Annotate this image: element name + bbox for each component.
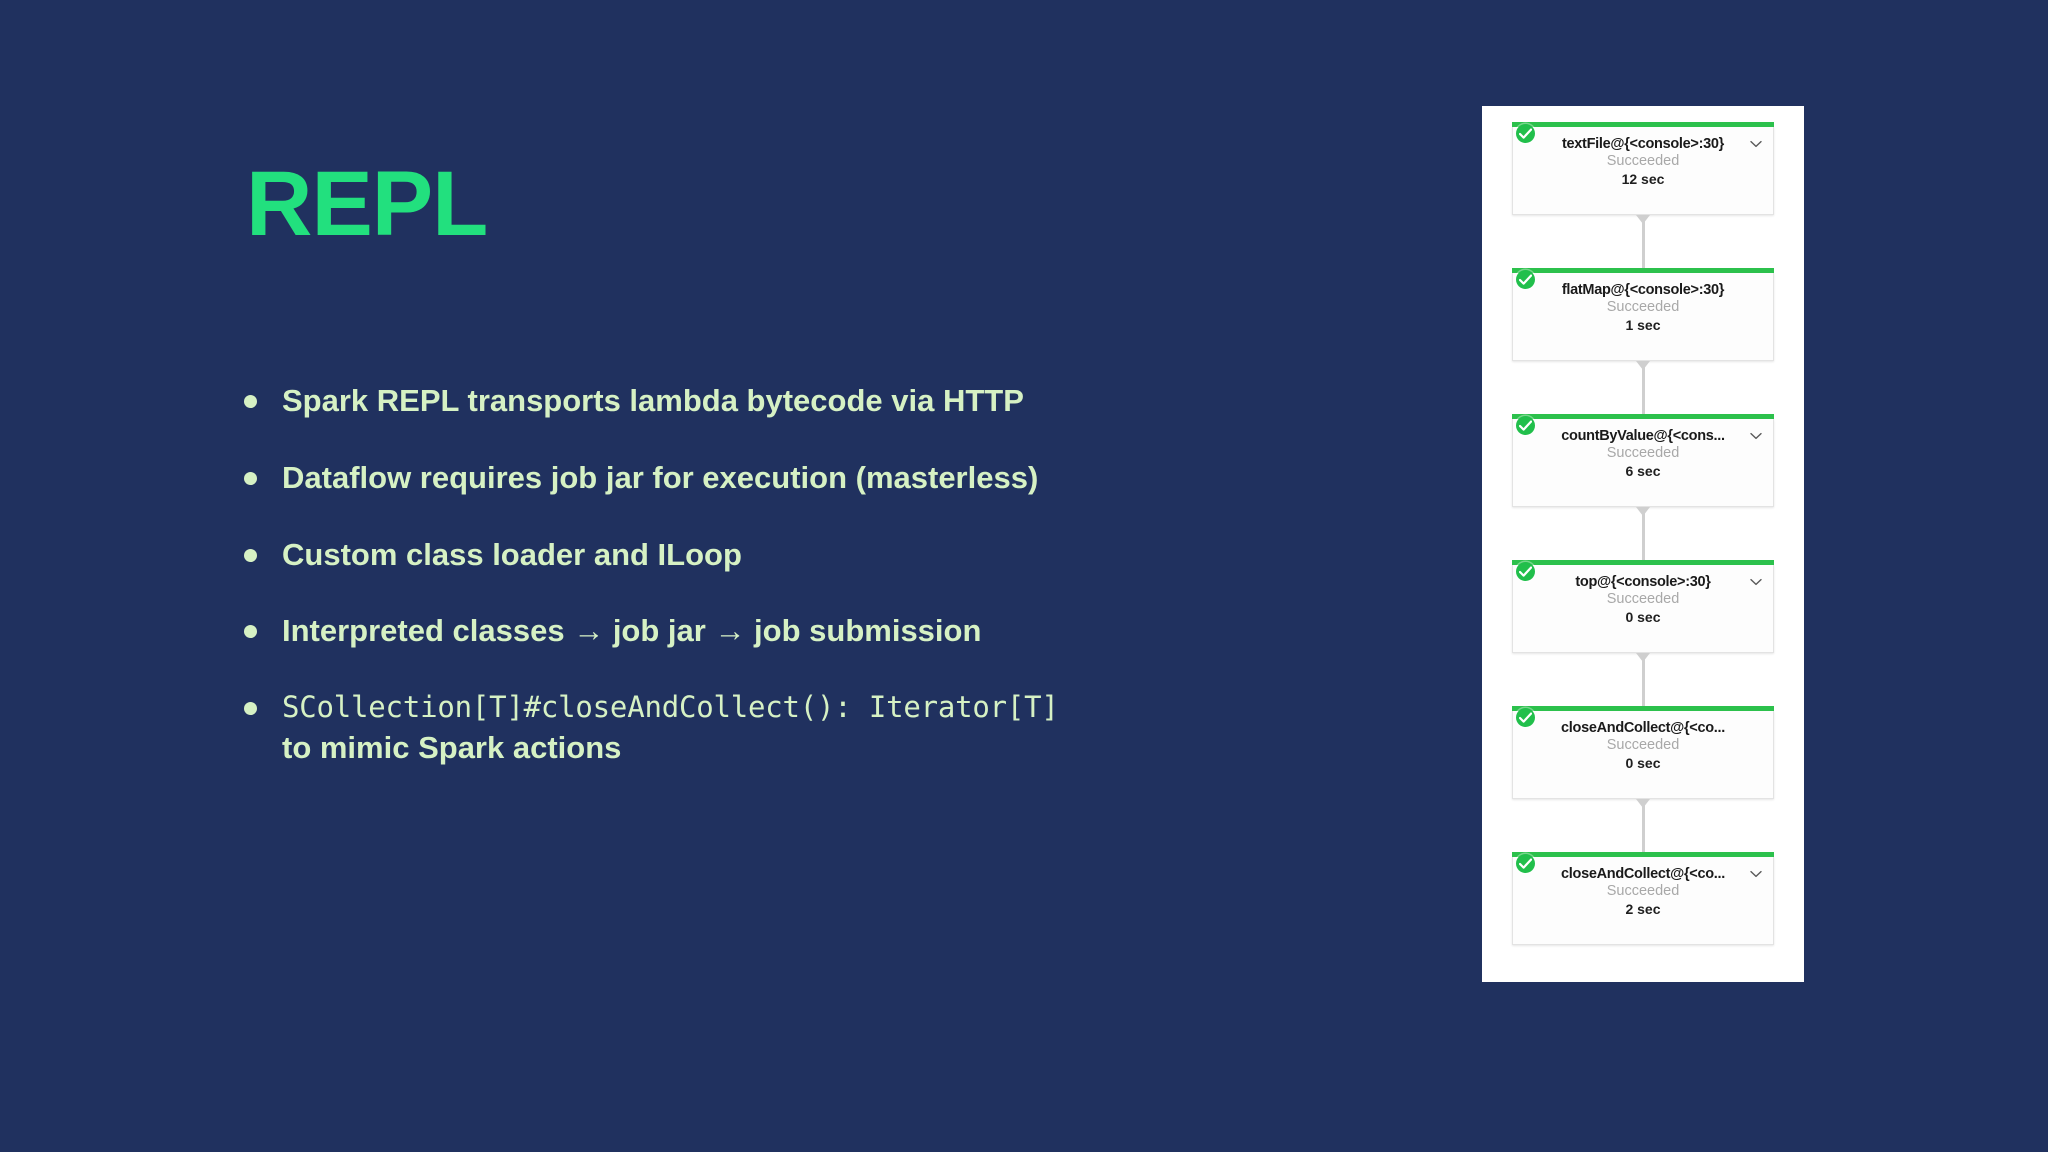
- node-status-bar: [1512, 268, 1774, 273]
- bullet-marker-icon: [244, 548, 257, 562]
- bullet-marker-icon: [244, 702, 257, 715]
- node-duration: 12 sec: [1621, 171, 1665, 187]
- list-item: Custom class loader and ILoop: [238, 536, 1358, 575]
- node-duration: 1 sec: [1625, 317, 1661, 333]
- node-duration: 2 sec: [1625, 901, 1661, 917]
- bullet-text: Spark REPL transports lambda bytecode vi…: [282, 383, 1024, 418]
- chevron-down-icon[interactable]: [1750, 140, 1762, 148]
- bullet-marker-icon: [244, 395, 257, 408]
- node-status-bar: [1512, 852, 1774, 857]
- spark-dag-panel: textFile@{<console>:30} Succeeded 12 sec…: [1482, 106, 1804, 982]
- node-status: Succeeded: [1606, 153, 1680, 169]
- dag-node[interactable]: countByValue@{<cons... Succeeded 6 sec: [1512, 414, 1774, 565]
- list-item: Interpreted classes → job jar → job subm…: [238, 612, 1358, 651]
- chevron-down-icon[interactable]: [1750, 870, 1762, 878]
- node-duration: 6 sec: [1625, 463, 1661, 479]
- success-check-icon: [1516, 416, 1535, 435]
- node-title: closeAndCollect@{<co...: [1561, 866, 1725, 882]
- bullet-text-continuation: to mimic Spark actions: [282, 730, 622, 766]
- success-check-icon: [1516, 562, 1535, 581]
- chevron-down-icon[interactable]: [1750, 578, 1762, 586]
- chevron-down-icon[interactable]: [1750, 432, 1762, 440]
- node-status-bar: [1512, 706, 1774, 711]
- node-title: top@{<console>:30}: [1575, 574, 1711, 590]
- node-status-bar: [1512, 122, 1774, 127]
- success-check-icon: [1516, 124, 1535, 143]
- list-item-code: SCollection[T]#closeAndCollect(): Iterat…: [238, 689, 1358, 768]
- dag-node[interactable]: textFile@{<console>:30} Succeeded 12 sec: [1512, 122, 1774, 273]
- node-title: flatMap@{<console>:30}: [1561, 282, 1725, 298]
- connector-arrow-icon: [1636, 653, 1650, 662]
- node-status: Succeeded: [1606, 299, 1680, 315]
- bullet-list: Spark REPL transports lambda bytecode vi…: [238, 382, 1358, 768]
- node-title: closeAndCollect@{<co...: [1561, 720, 1725, 736]
- dag-node[interactable]: flatMap@{<console>:30} Succeeded 1 sec: [1512, 268, 1774, 419]
- node-status: Succeeded: [1606, 591, 1680, 607]
- list-item: Spark REPL transports lambda bytecode vi…: [238, 382, 1358, 421]
- success-check-icon: [1516, 708, 1535, 727]
- node-title: countByValue@{<cons...: [1561, 428, 1725, 444]
- node-status: Succeeded: [1606, 737, 1680, 753]
- bullet-marker-icon: [244, 625, 257, 639]
- dag-connector: [1636, 215, 1650, 273]
- dag-connector: [1636, 653, 1650, 711]
- bullet-text: Interpreted classes → job jar → job subm…: [282, 613, 982, 649]
- list-item: Dataflow requires job jar for execution …: [238, 459, 1358, 498]
- node-status-bar: [1512, 560, 1774, 565]
- connector-arrow-icon: [1636, 361, 1650, 370]
- connector-arrow-icon: [1636, 799, 1650, 808]
- dag-node[interactable]: closeAndCollect@{<co... Succeeded 0 sec: [1512, 706, 1774, 857]
- node-duration: 0 sec: [1625, 755, 1661, 771]
- page-title: REPL: [246, 153, 488, 255]
- dag-connector: [1636, 361, 1650, 419]
- bullet-text: Dataflow requires job jar for execution …: [282, 459, 1039, 495]
- dag-node[interactable]: closeAndCollect@{<co... Succeeded 2 sec: [1512, 852, 1774, 945]
- connector-arrow-icon: [1636, 507, 1650, 516]
- bullet-marker-icon: [244, 471, 257, 485]
- dag-node[interactable]: top@{<console>:30} Succeeded 0 sec: [1512, 560, 1774, 711]
- node-title: textFile@{<console>:30}: [1562, 136, 1724, 152]
- dag-node-stack: textFile@{<console>:30} Succeeded 12 sec…: [1482, 106, 1804, 945]
- success-check-icon: [1516, 854, 1535, 873]
- node-status: Succeeded: [1606, 883, 1680, 899]
- bullet-text-code: SCollection[T]#closeAndCollect(): Iterat…: [282, 690, 1059, 724]
- node-status-bar: [1512, 414, 1774, 419]
- bullet-text: Custom class loader and ILoop: [282, 536, 742, 572]
- node-duration: 0 sec: [1625, 609, 1661, 625]
- connector-arrow-icon: [1636, 215, 1650, 224]
- success-check-icon: [1516, 270, 1535, 289]
- node-status: Succeeded: [1606, 445, 1680, 461]
- dag-connector: [1636, 507, 1650, 565]
- dag-connector: [1636, 799, 1650, 857]
